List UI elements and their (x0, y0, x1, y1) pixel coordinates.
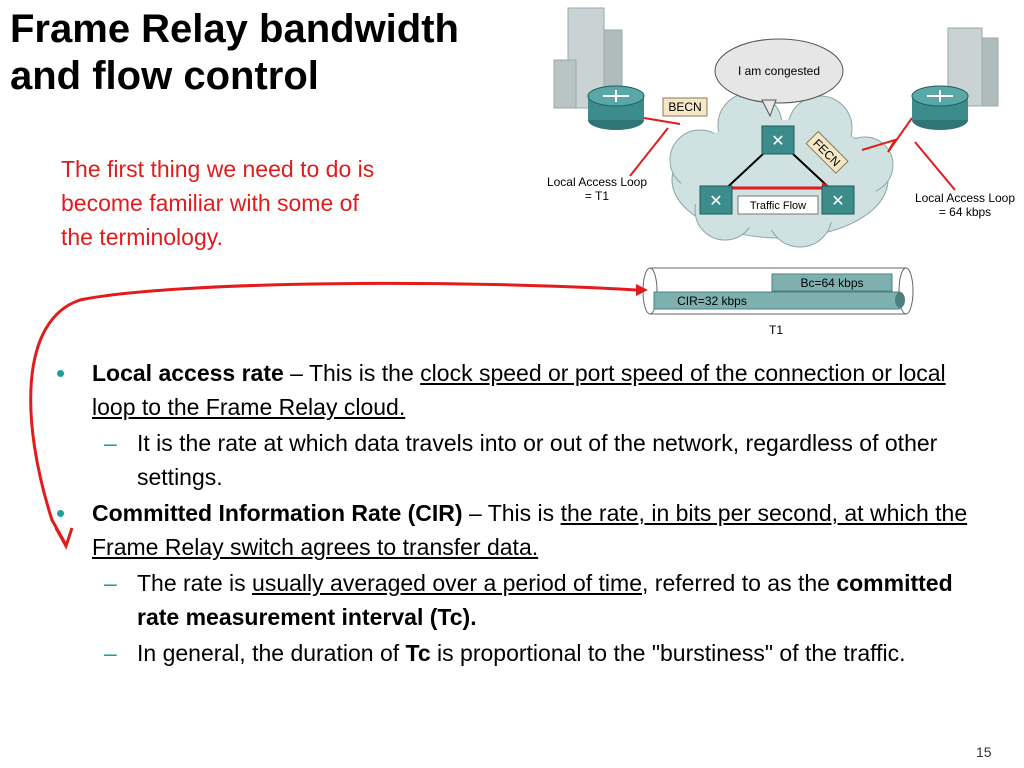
left-loop-label-1: Local Access Loop (547, 175, 647, 189)
intro-line-3: the terminology. (61, 224, 223, 250)
sub-underlined: usually averaged over a period of time (252, 570, 642, 596)
definition: the rate, in bits per second, at which t… (92, 500, 968, 560)
separator: – This is (462, 500, 561, 526)
right-access-loop-line (861, 117, 913, 153)
separator: – This is the (283, 360, 421, 386)
right-loop-label-2: = 64 kbps (939, 205, 991, 219)
sub-text: In general, the duration of (137, 640, 406, 666)
bullet-list: • Local access rate – This is the clock … (50, 356, 980, 672)
title-line-2: and flow control (10, 54, 319, 98)
right-router-icon (911, 85, 969, 130)
sub-bullet-tc-duration: – In general, the duration of Tc is prop… (50, 636, 980, 670)
becn-label: BECN (668, 100, 701, 114)
intro-text: The first thing we need to do is become … (61, 152, 461, 254)
sub-bullet-rate-description: – It is the rate at which data travels i… (50, 426, 980, 494)
switch-icon: ✕ (699, 185, 733, 215)
term: Local access rate (92, 360, 284, 386)
sub-text: is proportional to the "burstiness" of t… (430, 640, 906, 666)
becn-box (662, 97, 708, 117)
slide-title: Frame Relay bandwidth and flow control (10, 6, 530, 100)
sub-bold: Tc (405, 640, 431, 666)
bullet-icon: • (56, 358, 66, 388)
right-pointer-line (914, 141, 956, 191)
right-loop-label-1: Local Access Loop (915, 191, 1015, 205)
bc-label: Bc=64 kbps (800, 276, 863, 290)
left-access-loop-line (643, 117, 681, 125)
frame-relay-diagram: I am congested ✕ ✕ ✕ Traffic Flow BECN (547, 7, 1015, 337)
bullet-cir: • Committed Information Rate (CIR) – Thi… (50, 496, 980, 564)
sub-bold: committed rate measurement interval (Tc)… (137, 570, 953, 630)
sub-text: The rate is (137, 570, 253, 596)
svg-text:✕: ✕ (831, 193, 844, 210)
dash-icon: – (104, 430, 117, 456)
left-pointer-line (629, 127, 669, 177)
intro-line-2: become familiar with some of (61, 190, 359, 216)
switch-icon: ✕ (761, 125, 795, 155)
t1-pipe: Bc=64 kbps CIR=32 kbps (642, 267, 914, 315)
sub-bullet-averaged: – The rate is usually averaged over a pe… (50, 566, 980, 634)
left-router-icon (587, 85, 645, 130)
page-number: 15 (976, 744, 992, 760)
traffic-flow-box (737, 195, 819, 215)
speech-text: I am congested (738, 64, 820, 78)
intro-line-1: The first thing we need to do is (61, 156, 375, 182)
switch-icon: ✕ (821, 185, 855, 215)
sub-text: It is the rate at which data travels int… (137, 430, 938, 490)
dash-icon: – (104, 570, 117, 596)
dash-icon: – (104, 640, 117, 666)
traffic-flow-label: Traffic Flow (750, 200, 806, 212)
cir-label: CIR=32 kbps (677, 294, 747, 308)
left-loop-label-2: = T1 (585, 189, 609, 203)
sub-text: , referred to as the (642, 570, 837, 596)
svg-text:✕: ✕ (771, 133, 784, 150)
congestion-speech-bubble: I am congested (714, 38, 844, 118)
t1-label: T1 (769, 323, 783, 337)
bc-bar (771, 273, 893, 292)
svg-text:✕: ✕ (709, 193, 722, 210)
bullet-icon: • (56, 498, 66, 528)
definition: clock speed or port speed of the connect… (92, 360, 946, 420)
term: Committed Information Rate (CIR) (92, 500, 463, 526)
bullet-local-access-rate: • Local access rate – This is the clock … (50, 356, 980, 424)
title-line-1: Frame Relay bandwidth (10, 7, 459, 51)
